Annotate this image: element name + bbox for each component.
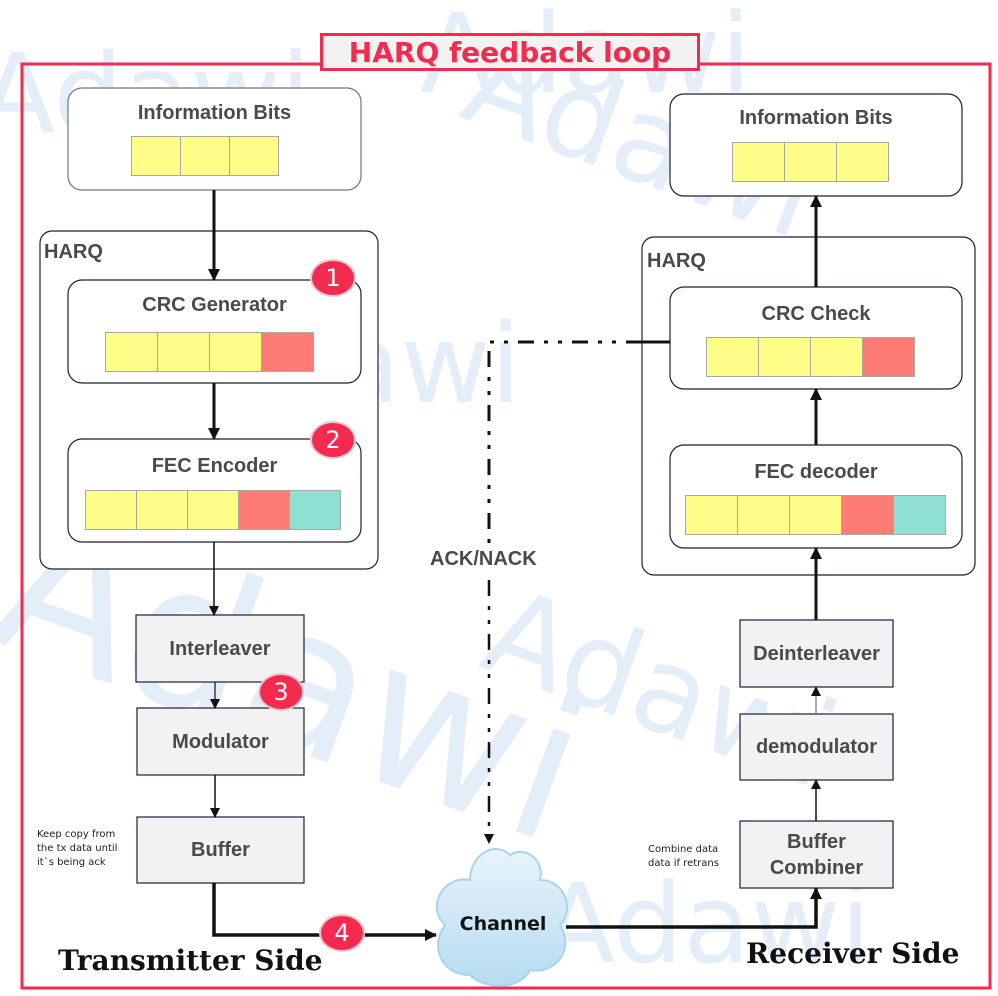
data-bit-cell (758, 337, 811, 377)
interleaver-box (135, 614, 305, 683)
tx-harq-label: HARQ (44, 241, 103, 263)
fec-encoder-title: FEC Encoder (151, 455, 278, 477)
step-badge-2: 2 (312, 423, 354, 457)
buffer-note: Keep copy from the tx data until it`s be… (37, 828, 117, 870)
crc-bit-cell (261, 332, 314, 372)
rx-info-bits-title: Information Bits (739, 107, 893, 129)
data-bit-cell (685, 495, 738, 535)
data-bit-cell (810, 337, 863, 377)
fec-decoder: FEC decoder (670, 445, 962, 548)
data-bit-cell (180, 136, 230, 176)
channel-label: Channel (459, 913, 547, 935)
fec-encoder-cells (85, 490, 341, 530)
data-bit-cell (105, 332, 158, 372)
step-badge-1: 1 (312, 261, 354, 295)
buffer-combiner-label: Buffer Combiner (740, 821, 893, 888)
data-bit-cell (136, 490, 188, 530)
data-bit-cell (784, 142, 837, 182)
modulator-label: Modulator (172, 730, 269, 753)
deinterleaver-label: Deinterleaver (753, 642, 880, 665)
data-bit-cell (732, 142, 785, 182)
step-badge-4: 4 (321, 916, 363, 950)
buffer-note-line: it`s being ack (37, 857, 106, 868)
data-bit-cell (229, 136, 279, 176)
receiver-side-label: Receiver Side (746, 937, 960, 970)
transmitter-side-label: Transmitter Side (58, 944, 323, 977)
fec-bit-cell (893, 495, 946, 535)
crc-check-title: CRC Check (761, 303, 871, 325)
buffer-combiner-line: Buffer (787, 830, 846, 853)
data-bit-cell (131, 136, 181, 176)
buffer-note-line: Keep copy from (37, 829, 116, 840)
crc-bit-cell (238, 490, 290, 530)
data-bit-cell (85, 490, 137, 530)
data-bit-cell (209, 332, 262, 372)
interleaver-label: Interleaver (169, 637, 271, 660)
rx-harq-label: HARQ (647, 250, 706, 272)
combiner-note-line: Combine data (648, 844, 719, 855)
crc-check: CRC Check (670, 287, 962, 389)
rx-info-bits: Information Bits (670, 94, 962, 196)
buffer-label: Buffer (191, 839, 250, 861)
data-bit-cell (737, 495, 790, 535)
data-bit-cell (706, 337, 759, 377)
fec-decoder-cells (685, 495, 946, 535)
crc-generator-title: CRC Generator (142, 294, 287, 316)
tx-info-bits: Information Bits (68, 88, 361, 190)
combiner-note-line: data if retrans (648, 858, 719, 869)
tx-info-bits-title: Information Bits (137, 102, 292, 124)
fec-bit-cell (289, 490, 341, 530)
buffer-combiner-line: Combiner (769, 856, 864, 879)
feedback-line-dashed (487, 340, 642, 545)
data-bit-cell (187, 490, 239, 530)
tx-info-bits-cells (131, 136, 279, 176)
buffer-note-line: the tx data until (37, 843, 118, 854)
data-bit-cell (836, 142, 889, 182)
buffer-box (136, 816, 305, 884)
arrow-channel-to-combiner (566, 887, 822, 929)
modulator-box (136, 707, 305, 776)
crc-generator: CRC Generator (68, 280, 361, 383)
demodulator-label: demodulator (755, 736, 878, 758)
ack-nack-label: ACK/NACK (430, 548, 537, 571)
data-bit-cell (789, 495, 842, 535)
fec-decoder-title: FEC decoder (754, 461, 878, 483)
step-badge-3: 3 (260, 675, 302, 709)
combiner-note: Combine data data if retrans (648, 843, 719, 871)
diagram-title: HARQ feedback loop (320, 33, 700, 71)
rx-info-bits-cells (732, 142, 889, 182)
data-bit-cell (157, 332, 210, 372)
fec-encoder: FEC Encoder (68, 439, 361, 542)
crc-check-cells (706, 337, 915, 377)
crc-bit-cell (841, 495, 894, 535)
channel-cloud (435, 848, 569, 987)
crc-generator-cells (105, 332, 314, 372)
crc-bit-cell (862, 337, 915, 377)
